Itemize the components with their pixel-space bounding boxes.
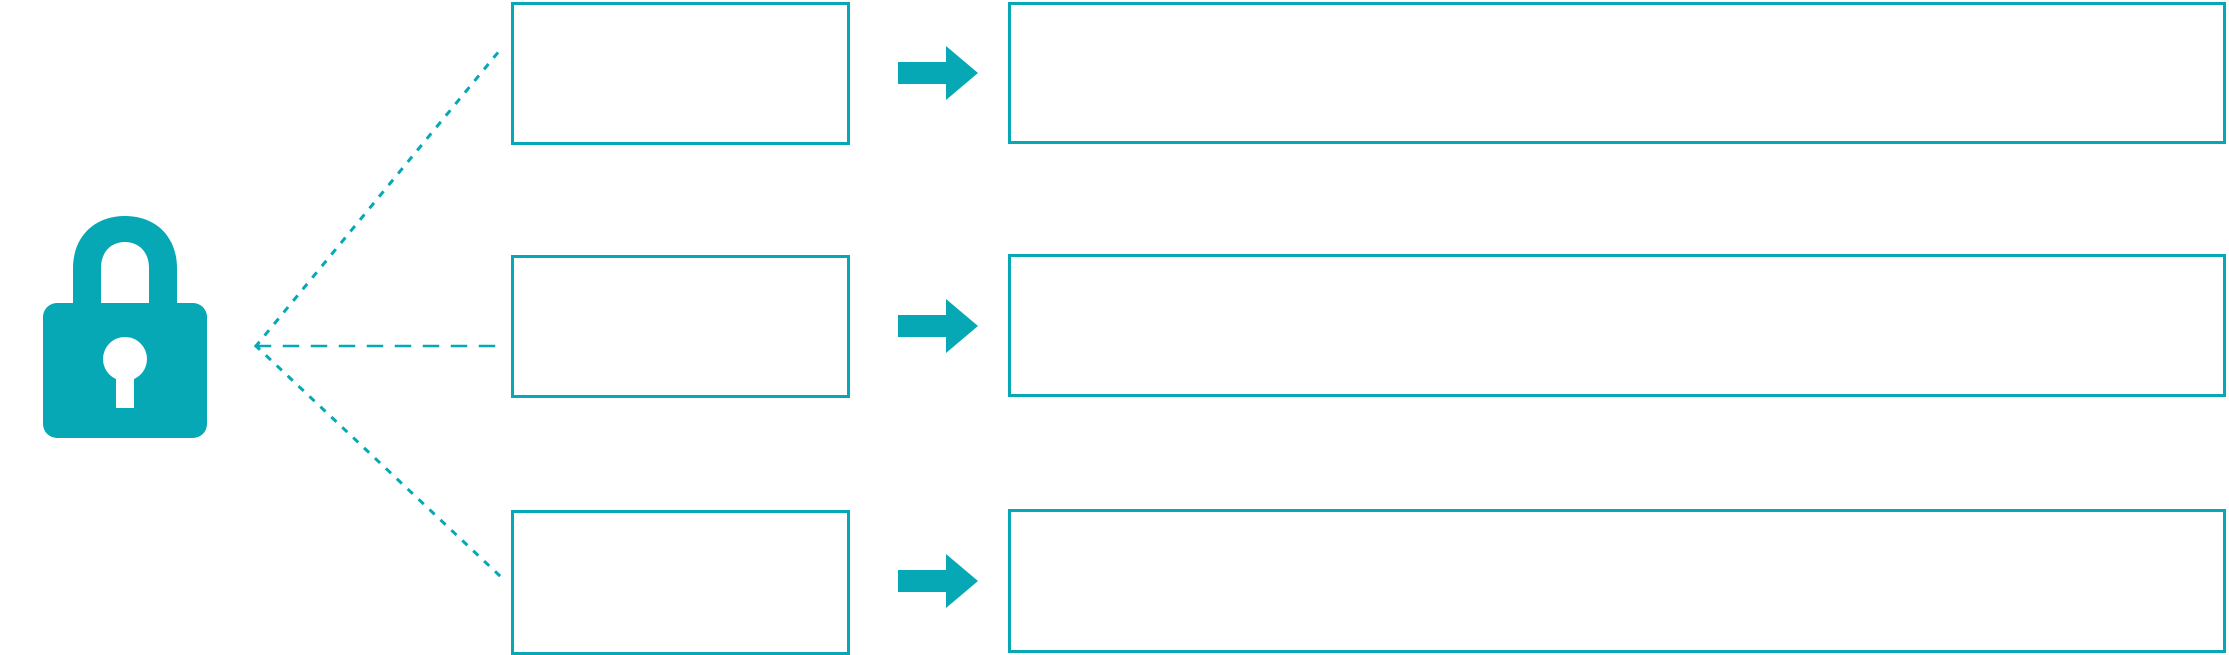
category-box-row-3-text (514, 513, 847, 533)
right-arrow-icon-row-2 (898, 296, 978, 356)
connector-line-row-3 (253, 343, 503, 579)
category-box-row-1-text (514, 5, 847, 25)
category-box-row-1[interactable] (511, 2, 850, 145)
detail-box-row-3-text (1011, 512, 2223, 532)
detail-box-row-3[interactable] (1008, 509, 2226, 653)
category-box-row-2-text (514, 258, 847, 278)
detail-box-row-2-text (1011, 257, 2223, 277)
right-arrow-icon-row-3 (898, 551, 978, 611)
right-arrow-icon-row-1 (898, 43, 978, 103)
padlock-icon (43, 216, 207, 438)
connector-line-row-1 (253, 47, 503, 349)
category-box-row-3[interactable] (511, 510, 850, 655)
detail-box-row-1[interactable] (1008, 2, 2226, 144)
detail-box-row-1-text (1011, 5, 2223, 25)
category-box-row-2[interactable] (511, 255, 850, 398)
detail-box-row-2[interactable] (1008, 254, 2226, 397)
